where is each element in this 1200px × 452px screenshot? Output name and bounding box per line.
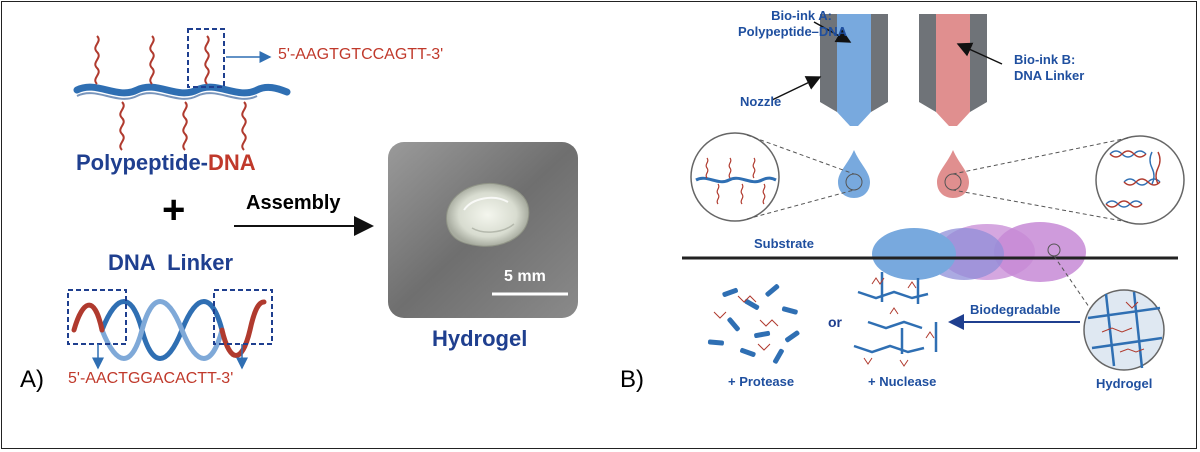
nozzle-b	[919, 14, 987, 126]
dna-linker-helix	[71, 299, 267, 361]
polypeptide-text: Polypeptide-	[76, 150, 209, 175]
substrate-label: Substrate	[754, 236, 814, 251]
bioink-a-label: Bio-ink A: Polypeptide–DNA	[738, 8, 847, 40]
bioink-b-label: Bio-ink B: DNA Linker	[1014, 52, 1084, 84]
bioink-b-line1: Bio-ink B:	[1014, 52, 1076, 67]
bioink-a-line1: Bio-ink A:	[771, 8, 832, 23]
bioink-b-line2: DNA Linker	[1014, 68, 1085, 83]
polypeptide-dna-title: Polypeptide-DNA	[76, 150, 256, 176]
dna-linker-label: DNA Linker	[108, 250, 234, 275]
bioink-b-pointer	[956, 42, 1003, 65]
sequence-top: 5'-AAGTGTCCAGTT-3'	[278, 46, 444, 63]
zoom-a-polymer	[695, 157, 777, 205]
dna-strands-down	[119, 101, 247, 151]
protease-fragments	[707, 284, 800, 364]
dna-strands-up	[94, 35, 210, 85]
hydrogel-zoom-circle	[1083, 289, 1165, 371]
printed-gel-blobs	[872, 222, 1086, 282]
nuclease-fragments	[853, 272, 938, 367]
panel-label-a: A)	[20, 366, 44, 393]
hydrogel-label-b: Hydrogel	[1096, 376, 1153, 391]
polypeptide-backbone	[73, 83, 291, 100]
bioink-a-line2: Polypeptide–DNA	[738, 24, 848, 39]
linker-left-box	[67, 289, 127, 345]
strand-highlight-box	[187, 28, 225, 88]
hydrogel-blob	[446, 182, 530, 247]
assembly-label: Assembly	[246, 192, 341, 214]
nozzle-pointer	[771, 76, 822, 101]
biodegradable-label: Biodegradable	[970, 302, 1061, 317]
sequence-bottom: 5'-AACTGGACACTT-3'	[68, 370, 234, 387]
scale-bar-label: 5 mm	[504, 268, 546, 285]
nuclease-label: + Nuclease	[868, 374, 937, 389]
hydrogel-label-a: Hydrogel	[432, 326, 528, 351]
plus-sign: +	[162, 188, 186, 232]
linker-right-box	[213, 289, 273, 345]
panel-label-b: B)	[620, 366, 644, 393]
dna-text: DNA	[208, 150, 256, 175]
zoom-b-helices	[1105, 150, 1161, 208]
protease-label: + Protease	[728, 374, 795, 389]
or-label: or	[828, 314, 842, 330]
bioink-a-pointer	[813, 21, 852, 43]
nozzle-label: Nozzle	[740, 94, 782, 109]
